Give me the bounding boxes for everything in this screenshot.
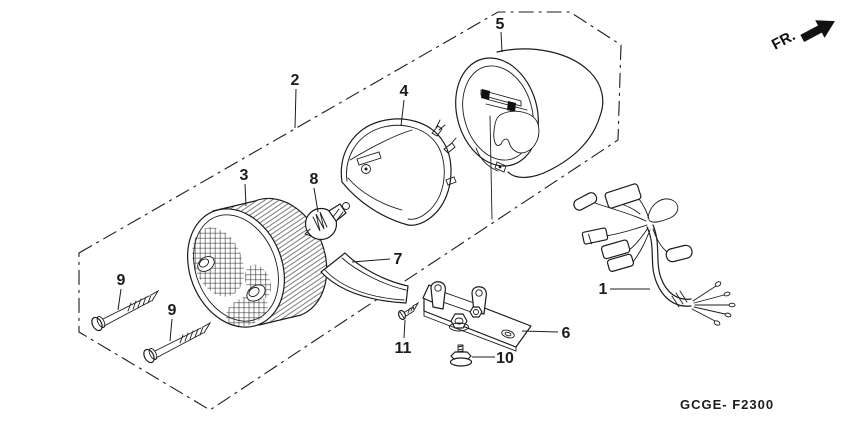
harness-connectors [573,183,693,272]
drawing-code: GCGE- F2300 [680,397,774,412]
callout-part-9-upper: 9 [117,272,126,289]
band-screw-boss [356,151,382,174]
callout-part-10: 10 [496,350,514,367]
wire-grommet-hole [493,110,540,154]
harness-wire-ends [691,281,736,326]
part-3-lens-drawing [180,190,340,340]
callout-part-11: 11 [395,340,412,357]
callout-part-4: 4 [400,83,409,100]
fr-label: FR. [769,27,798,53]
part-11-screw-drawing [397,301,420,321]
callout-part-2: 2 [291,72,300,89]
fr-arrow-icon [800,20,835,42]
callout-part-5: 5 [496,16,505,33]
front-direction-indicator: FR. [769,20,835,54]
part-4-socket-band-drawing [340,118,457,226]
part-1-harness-drawing [573,183,736,326]
part-6-bracket-drawing [422,281,532,352]
part-5-housing-drawing [455,48,604,220]
callout-part-9-lower: 9 [168,302,177,319]
part-10-bolt-drawing [449,344,473,367]
part-9-screw-lower-drawing [143,321,212,364]
part-8-bulb-drawing [304,202,350,241]
part-7-cushion-drawing [320,252,409,304]
callout-part-7: 7 [394,251,403,268]
band-clips [431,119,457,186]
callout-part-3: 3 [240,167,249,184]
callout-part-6: 6 [562,325,571,342]
callout-part-8: 8 [310,171,319,188]
lens-screw-holes [197,256,266,302]
part-9-screw-upper-drawing [91,289,160,332]
callout-leader-lines [117,31,650,358]
bulb-bracket-rails [480,89,528,115]
assembly-boundary-frame [78,11,622,411]
callout-part-1: 1 [599,281,608,298]
